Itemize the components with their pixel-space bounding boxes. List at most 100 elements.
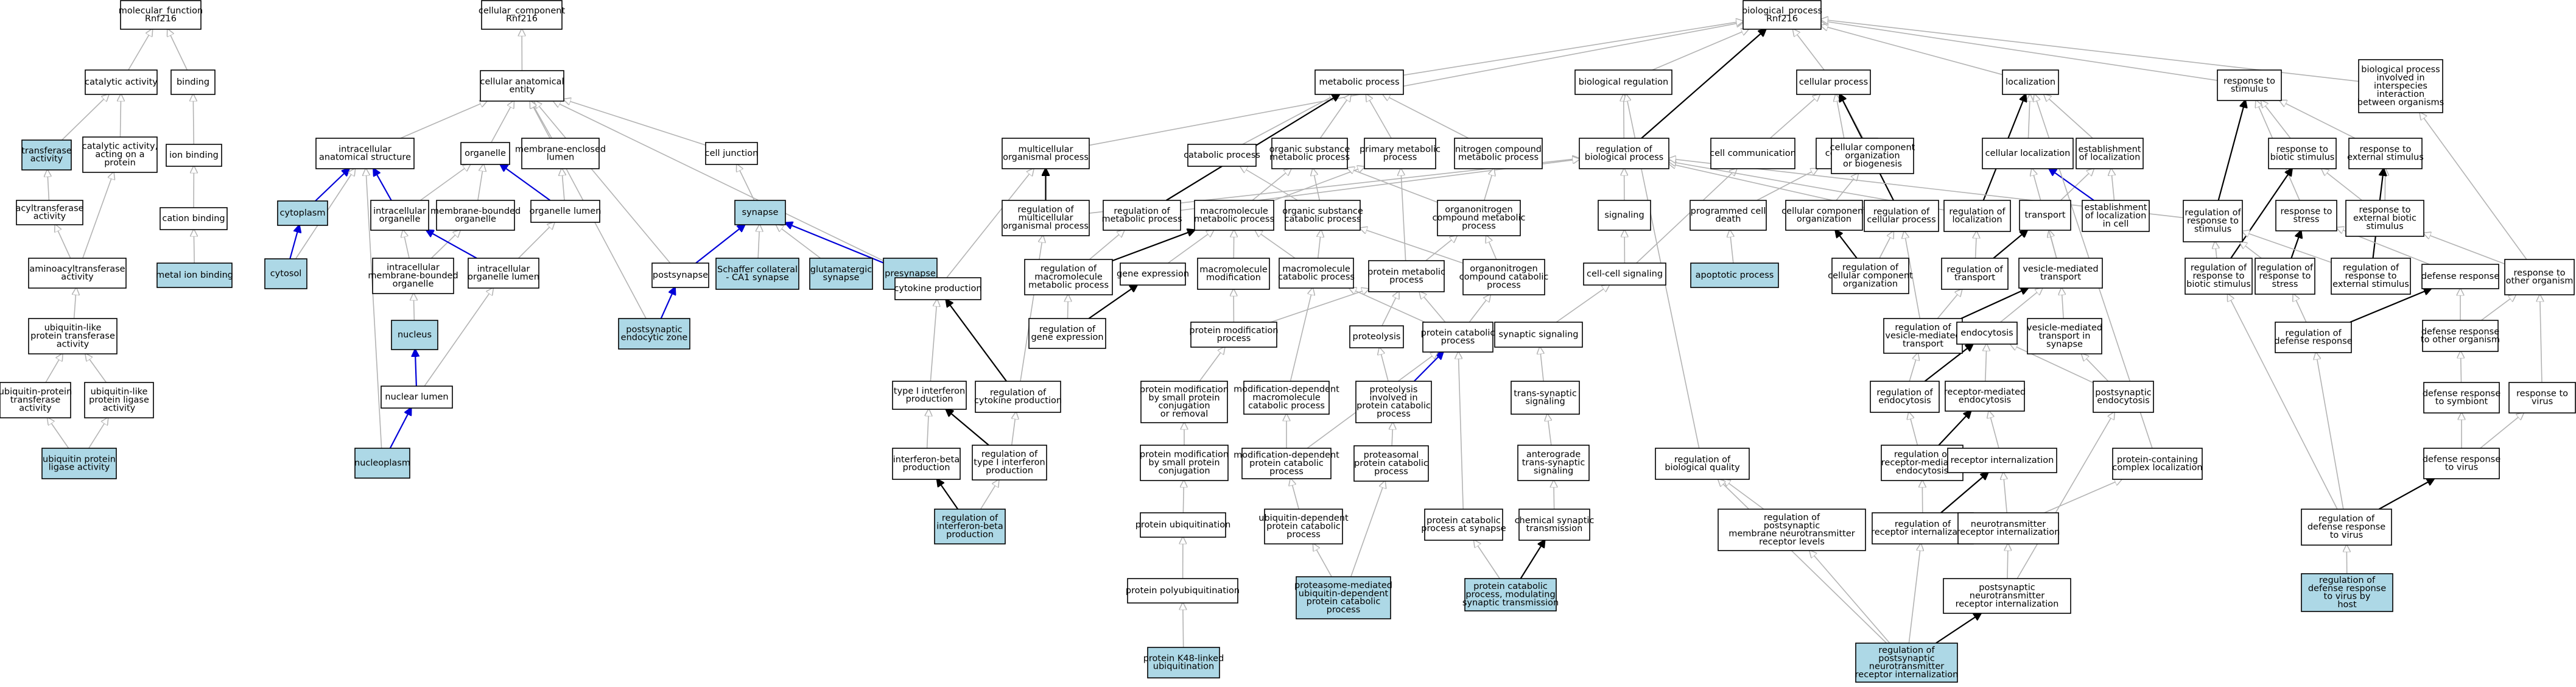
node-ppubq[interactable]: protein polyubiquitination [1126, 578, 1240, 604]
node-cation[interactable]: cation binding [160, 207, 228, 230]
node-bind[interactable]: binding [170, 69, 216, 95]
node-ge[interactable]: gene expression [1117, 262, 1189, 286]
node-cloc[interactable]: cellular localization [1982, 138, 2074, 169]
node-endo[interactable]: endocytosis [1956, 322, 2018, 345]
node-dr[interactable]: defense response [2421, 264, 2499, 289]
node-cat[interactable]: catalytic activity [85, 69, 158, 95]
node-cp[interactable]: cytokine production [894, 277, 982, 300]
node-mp[interactable]: metabolic process [1314, 69, 1404, 95]
node-syn[interactable]: synapse [734, 200, 786, 225]
node-cellp[interactable]: cellular process [1796, 69, 1871, 95]
node-cyto[interactable]: cytoplasm [277, 200, 328, 226]
node-metal[interactable]: metal ion binding [156, 262, 233, 288]
node-apop[interactable]: apoptotic process [1690, 262, 1779, 288]
node-cytosol[interactable]: cytosol [264, 258, 307, 289]
node-proteolysis[interactable]: proteolysis [1349, 325, 1404, 348]
node-ion[interactable]: ion binding [166, 144, 222, 167]
node-loc[interactable]: localization [2002, 69, 2059, 95]
node-catp[interactable]: catabolic process [1184, 144, 1260, 167]
node-ri[interactable]: receptor internalization [1947, 448, 2057, 473]
node-breg[interactable]: biological regulation [1574, 69, 1672, 95]
node-signaling[interactable]: signaling [1598, 200, 1651, 231]
node-transport[interactable]: transport [2019, 200, 2071, 231]
node-ccs[interactable]: cell-cell signaling [1583, 262, 1666, 286]
